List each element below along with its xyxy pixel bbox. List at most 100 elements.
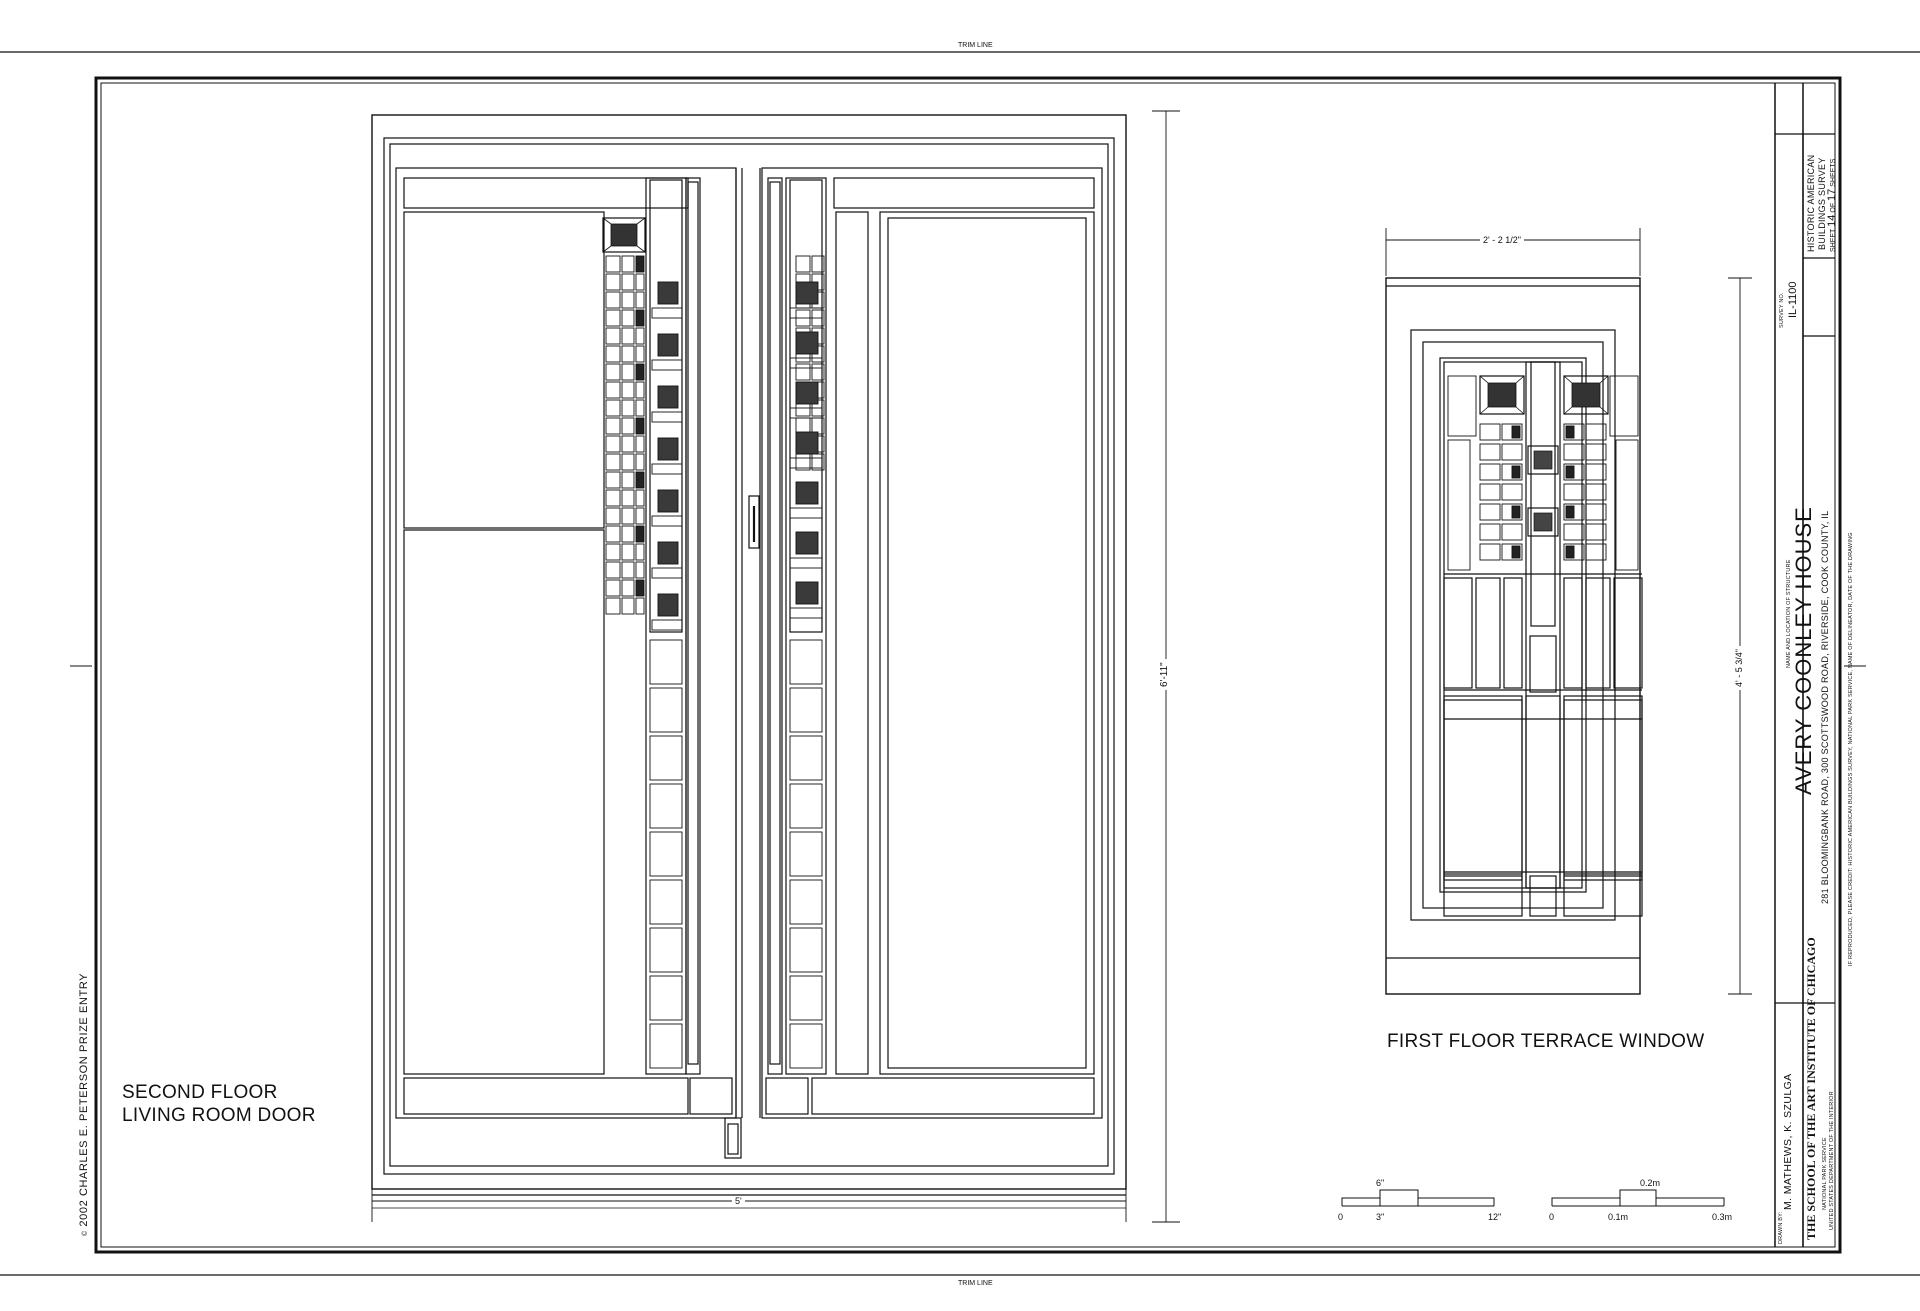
art-glass-came bbox=[789, 687, 823, 733]
art-glass-came bbox=[1479, 543, 1501, 561]
art-glass-came bbox=[605, 579, 621, 597]
art-glass-jewel bbox=[1565, 425, 1575, 439]
survey-no-caption: SURVEY NO. bbox=[1779, 292, 1785, 328]
door-dimensions bbox=[371, 110, 1180, 1223]
peterson-prize-text: 2002 CHARLES E. PETERSON PRIZE ENTRY bbox=[78, 972, 90, 1227]
art-glass-jewel bbox=[795, 281, 819, 305]
agency-nps: NATIONAL PARK SERVICE bbox=[1822, 1137, 1828, 1210]
art-glass-came bbox=[651, 463, 683, 475]
door-title-line2: LIVING ROOM DOOR bbox=[122, 1105, 316, 1126]
scale-metric-01: 0.1m bbox=[1608, 1212, 1629, 1222]
art-glass-came bbox=[649, 1023, 683, 1069]
art-glass-came bbox=[605, 561, 621, 579]
art-glass-came bbox=[1479, 523, 1501, 541]
art-glass-jewel bbox=[1511, 505, 1521, 519]
art-glass-came bbox=[621, 399, 635, 417]
scale-metric-03: 0.3m bbox=[1712, 1212, 1733, 1222]
art-glass-came bbox=[649, 831, 683, 877]
art-glass-came bbox=[811, 255, 825, 273]
art-glass-came bbox=[1563, 443, 1585, 461]
art-glass-came bbox=[635, 543, 645, 561]
trim-label-top: TRIM LINE bbox=[958, 42, 993, 49]
art-glass-came bbox=[789, 639, 823, 685]
sheet-border-inner bbox=[100, 82, 1836, 1248]
sheet-suffix: SHEETS bbox=[1830, 158, 1837, 187]
art-glass-jewel bbox=[1511, 545, 1521, 559]
art-glass-came bbox=[1585, 463, 1607, 481]
sheet-total: 17 bbox=[1826, 188, 1838, 201]
art-glass-came bbox=[1501, 503, 1523, 521]
door-left-art-glass bbox=[605, 255, 683, 1069]
art-glass-jewel bbox=[795, 481, 819, 505]
art-glass-came bbox=[635, 273, 645, 291]
art-glass-came bbox=[1447, 375, 1477, 437]
peterson-prize-credit: © 2002 CHARLES E. PETERSON PRIZE ENTRY bbox=[78, 973, 90, 1236]
window-dimensions bbox=[1385, 228, 1752, 995]
art-glass-came bbox=[651, 619, 683, 631]
art-glass-came bbox=[789, 457, 823, 469]
art-glass-came bbox=[789, 975, 823, 1021]
art-glass-came bbox=[649, 975, 683, 1021]
art-glass-came bbox=[1501, 523, 1523, 541]
art-glass-jewel bbox=[795, 581, 819, 605]
art-glass-came bbox=[621, 597, 635, 615]
art-glass-came bbox=[635, 345, 645, 363]
art-glass-jewel bbox=[795, 331, 819, 355]
door-elevation bbox=[371, 114, 1127, 1209]
art-glass-came bbox=[1501, 483, 1523, 501]
art-glass-came bbox=[605, 381, 621, 399]
art-glass-came bbox=[1585, 443, 1607, 461]
art-glass-came bbox=[605, 399, 621, 417]
art-glass-came bbox=[635, 597, 645, 615]
art-glass-came bbox=[635, 507, 645, 525]
scale-metric-0: 0 bbox=[1549, 1212, 1555, 1222]
art-glass-came bbox=[795, 255, 811, 273]
art-glass-came bbox=[621, 273, 635, 291]
art-glass-came bbox=[1479, 503, 1501, 521]
art-glass-jewel bbox=[657, 489, 679, 513]
art-glass-came bbox=[1563, 423, 1585, 441]
art-glass-came bbox=[1501, 543, 1523, 561]
art-glass-came bbox=[649, 927, 683, 973]
art-glass-came bbox=[1585, 523, 1607, 541]
art-glass-jewel bbox=[635, 363, 645, 381]
art-glass-came bbox=[651, 515, 683, 527]
art-glass-came bbox=[621, 435, 635, 453]
art-glass-came bbox=[621, 255, 635, 273]
art-glass-came bbox=[1585, 543, 1607, 561]
art-glass-came bbox=[621, 309, 635, 327]
art-glass-came bbox=[651, 307, 683, 319]
art-glass-jewel bbox=[657, 541, 679, 565]
art-glass-came bbox=[635, 435, 645, 453]
art-glass-came bbox=[1585, 423, 1607, 441]
art-glass-came bbox=[1563, 523, 1585, 541]
art-glass-came bbox=[649, 879, 683, 925]
art-glass-came bbox=[621, 579, 635, 597]
art-glass-came bbox=[621, 489, 635, 507]
door-right-art-glass bbox=[789, 255, 825, 1069]
art-glass-came bbox=[605, 273, 621, 291]
art-glass-came bbox=[789, 1023, 823, 1069]
title-block bbox=[1774, 83, 1835, 1247]
art-glass-came bbox=[635, 291, 645, 309]
art-glass-came bbox=[811, 363, 825, 381]
art-glass-came bbox=[1479, 423, 1501, 441]
art-glass-jewel bbox=[635, 471, 645, 489]
art-glass-jewel bbox=[1565, 505, 1575, 519]
survey-no: IL-1100 bbox=[1787, 281, 1799, 319]
scale-bar-metric bbox=[1551, 1189, 1725, 1207]
window-art-glass bbox=[1447, 375, 1639, 571]
art-glass-came bbox=[1563, 503, 1585, 521]
art-glass-came bbox=[635, 453, 645, 471]
art-glass-came bbox=[605, 507, 621, 525]
drawn-by-caption: DRAWN BY: bbox=[1778, 1211, 1784, 1244]
art-glass-came bbox=[621, 345, 635, 363]
art-glass-jewel bbox=[635, 525, 645, 543]
art-glass-came bbox=[605, 471, 621, 489]
art-glass-came bbox=[621, 453, 635, 471]
art-glass-came bbox=[1501, 443, 1523, 461]
art-glass-jewel bbox=[635, 255, 645, 273]
scale-metric-top: 0.2m bbox=[1640, 1178, 1661, 1188]
art-glass-came bbox=[605, 417, 621, 435]
